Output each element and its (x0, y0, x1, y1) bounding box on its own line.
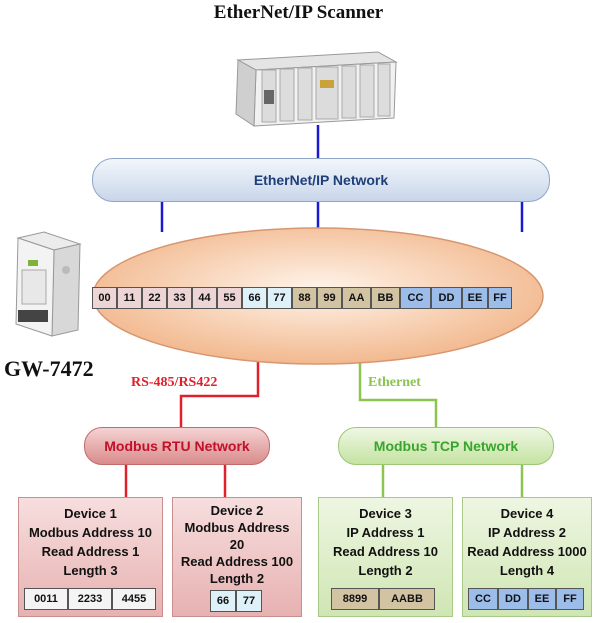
memory-cell: 77 (267, 287, 292, 309)
data-cell: AABB (379, 588, 435, 610)
data-cell: EE (528, 588, 556, 610)
device-2-address-value: 20 (229, 537, 245, 552)
device-1-address: Modbus Address 10 (28, 525, 153, 540)
device-2-name: Device 2 (210, 503, 264, 518)
rtu-link-line (124, 360, 260, 500)
plc-scanner-icon (235, 51, 398, 127)
device-2-read-address: Read Address 100 (180, 554, 294, 569)
rs485-link-label: RS-485/RS422 (131, 375, 218, 390)
device-2-address: Modbus Address (184, 520, 290, 535)
data-cell: 0011 (24, 588, 68, 610)
data-cell: 77 (236, 590, 262, 612)
memory-cell: 55 (217, 287, 242, 309)
memory-cell: 11 (117, 287, 142, 309)
device-4-read-address: Read Address 1000 (467, 544, 587, 559)
device-1-read-address: Read Address 1 (41, 544, 140, 559)
data-cell: CC (468, 588, 498, 610)
tcp-link-line (358, 360, 524, 500)
memory-cell: 88 (292, 287, 317, 309)
device-2-length: Length 2 (209, 571, 265, 586)
device-3-ip-address: IP Address 1 (346, 525, 425, 540)
memory-cell: 44 (192, 287, 217, 309)
data-cell: 4455 (112, 588, 156, 610)
modbus-tcp-network-pill: Modbus TCP Network (338, 427, 554, 465)
device-3-data: 8899 AABB (331, 588, 435, 610)
device-1-name: Device 1 (64, 506, 117, 521)
device-3-name: Device 3 (359, 506, 412, 521)
data-cell: DD (498, 588, 528, 610)
memory-cell: 66 (242, 287, 267, 309)
page-title: EtherNet/IP Scanner (213, 2, 384, 23)
memory-cell: 00 (92, 287, 117, 309)
memory-cell: 33 (167, 287, 192, 309)
device-4-name: Device 4 (500, 506, 554, 521)
memory-cell: FF (488, 287, 512, 309)
memory-cell: CC (400, 287, 431, 309)
device-1-data: 0011 2233 4455 (24, 588, 156, 610)
gateway-device-icon (15, 231, 82, 337)
memory-cell: DD (431, 287, 462, 309)
device-4-data: CC DD EE FF (468, 588, 584, 610)
data-cell: 66 (210, 590, 236, 612)
memory-cell: BB (371, 287, 400, 309)
data-cell: FF (556, 588, 584, 610)
device-2-data: 66 77 (210, 590, 262, 612)
data-cell: 8899 (331, 588, 379, 610)
device-4-ip-address: IP Address 2 (487, 525, 567, 540)
memory-cell: EE (462, 287, 488, 309)
memory-cell: 22 (142, 287, 167, 309)
device-1-length: Length 3 (63, 563, 118, 578)
memory-cell: 99 (317, 287, 342, 309)
device-2-box: Device 2 Modbus Address 20 Read Address … (172, 497, 302, 617)
device-3-length: Length 2 (358, 563, 413, 578)
modbus-rtu-network-pill: Modbus RTU Network (84, 427, 270, 465)
ethernet-link-label: Ethernet (368, 375, 421, 390)
data-cell: 2233 (68, 588, 112, 610)
device-4-length: Length 4 (499, 563, 555, 578)
ethernet-ip-network-pill: EtherNet/IP Network (92, 158, 550, 202)
gateway-label: GW-7472 (4, 356, 94, 381)
memory-cell: AA (342, 287, 371, 309)
memory-map: 00 11 22 33 44 55 66 77 88 99 AA BB CC D… (92, 287, 512, 309)
device-3-read-address: Read Address 10 (332, 544, 438, 559)
